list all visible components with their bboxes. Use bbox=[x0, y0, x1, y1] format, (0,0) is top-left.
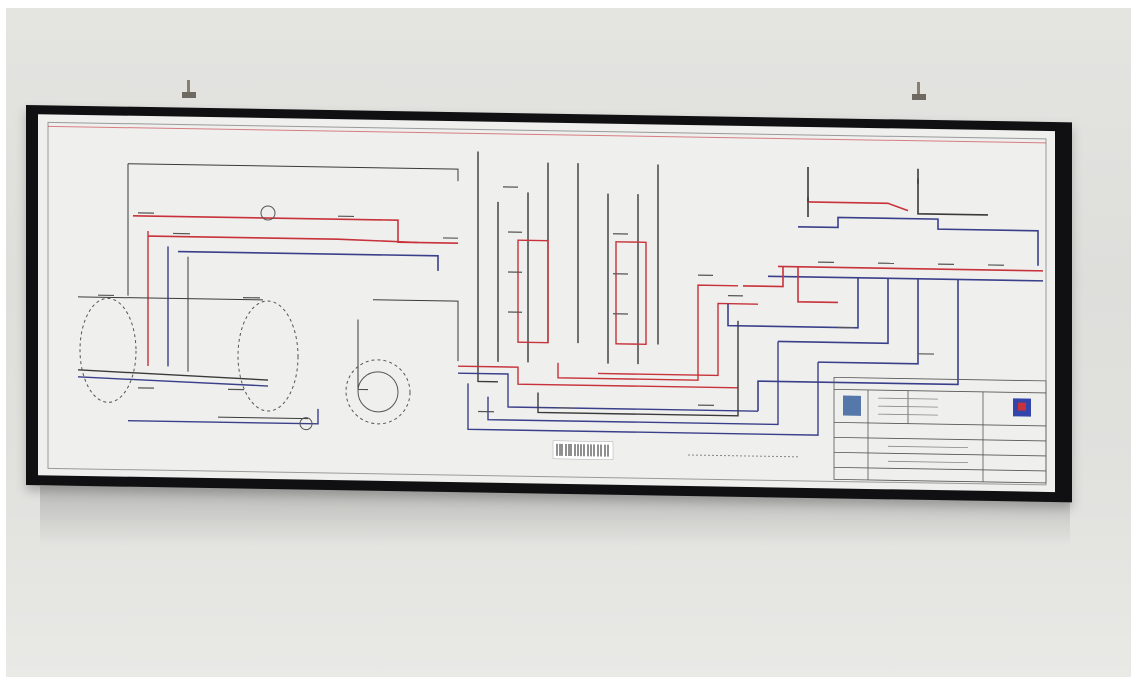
valve-circle-1 bbox=[260, 205, 276, 221]
note-text-line bbox=[688, 454, 798, 458]
wall-hook-right bbox=[912, 82, 926, 100]
center-column-group bbox=[458, 151, 819, 436]
drawing-border bbox=[47, 121, 1047, 486]
top-red-rule bbox=[48, 125, 1046, 144]
wall-hook-left bbox=[182, 80, 196, 98]
component-labels bbox=[98, 186, 1004, 413]
company-logo-left bbox=[843, 395, 861, 416]
schematic-diagram bbox=[47, 121, 1047, 486]
right-pipeline-group bbox=[727, 166, 1043, 412]
left-pipeline-group bbox=[77, 163, 459, 425]
schematic-paper bbox=[38, 114, 1055, 493]
valve-circle-2 bbox=[299, 417, 313, 431]
vessel-ring bbox=[345, 359, 411, 425]
vessel-left bbox=[79, 297, 137, 403]
vessel-group bbox=[79, 205, 411, 431]
title-block bbox=[833, 376, 1047, 484]
wall-photo bbox=[6, 8, 1131, 677]
vessel-middle bbox=[237, 300, 299, 412]
barcode-label bbox=[552, 440, 614, 460]
picture-frame bbox=[26, 105, 1072, 503]
